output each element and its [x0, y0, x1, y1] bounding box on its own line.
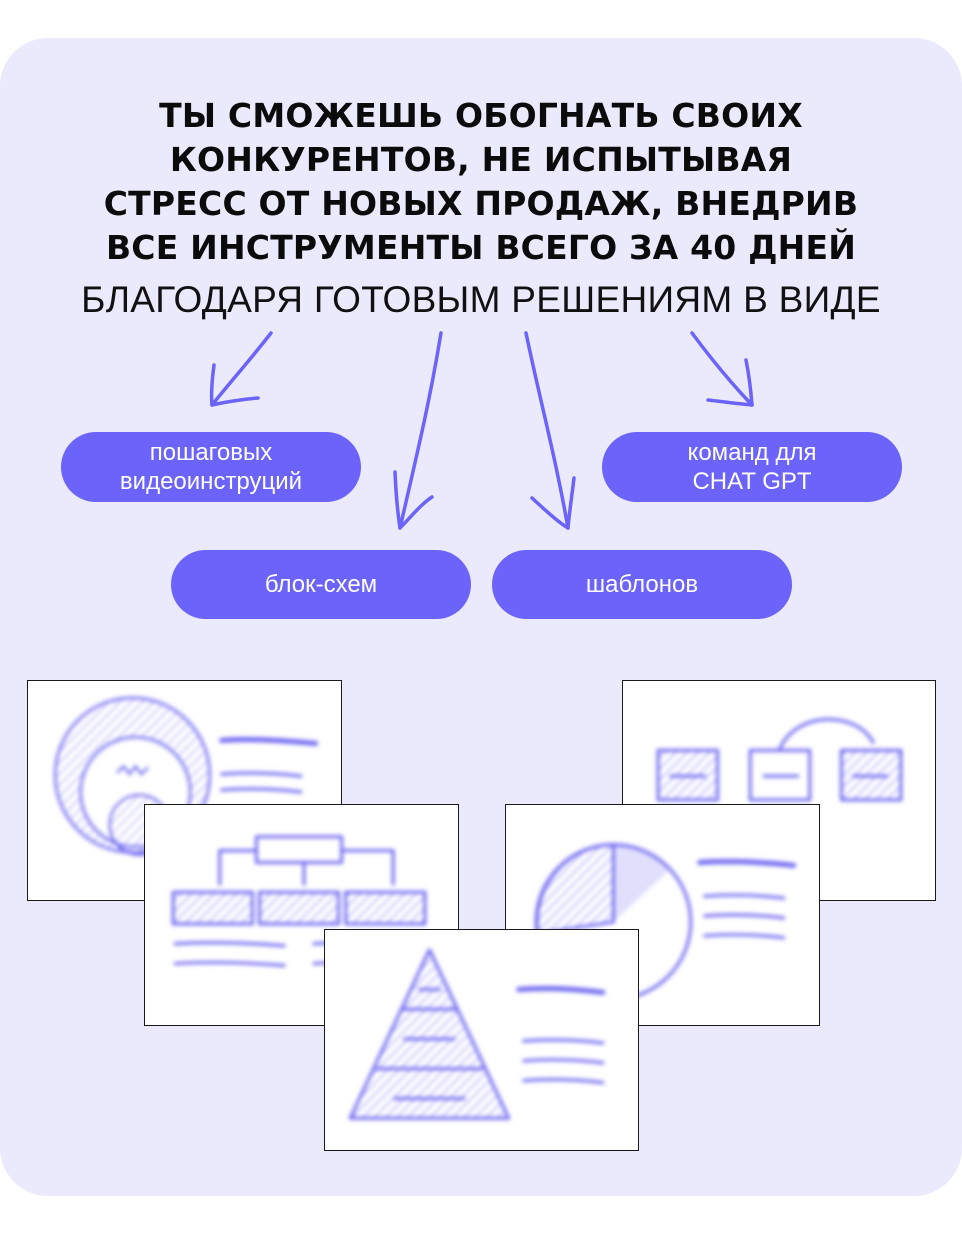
pill-flowcharts: блок-схем	[171, 550, 471, 619]
pill-templates: шаблонов	[492, 550, 792, 619]
headline-line: ТЫ СМОЖЕШЬ ОБОГНАТЬ СВОИХ	[159, 96, 803, 135]
pill-label: пошаговых видеоинструций	[119, 439, 303, 495]
headline-line: ВСЕ ИНСТРУМЕНТЫ ВСЕГО ЗА 40 ДНЕЙ	[105, 228, 857, 267]
pill-label: блок-схем	[264, 571, 378, 598]
thumbnail-pie-chart	[505, 804, 820, 1026]
pill-video-instructions: пошаговых видеоинструций	[61, 432, 361, 502]
headline-line: СТРЕСС ОТ НОВЫХ ПРОДАЖ, ВНЕДРИВ	[103, 184, 859, 223]
pill-label: команд для CHAT GPT	[687, 439, 817, 495]
subheading: БЛАГОДАРЯ ГОТОВЫМ РЕШЕНИЯМ В ВИДЕ	[81, 279, 881, 320]
pill-chatgpt-commands: команд для CHAT GPT	[602, 432, 902, 502]
thumbnail-pyramid	[324, 929, 639, 1151]
headline: ТЫ СМОЖЕШЬ ОБОГНАТЬ СВОИХ КОНКУРЕНТОВ, Н…	[40, 94, 922, 270]
headline-line: КОНКУРЕНТОВ, НЕ ИСПЫТЫВАЯ	[169, 140, 793, 179]
pill-label: шаблонов	[585, 571, 699, 598]
